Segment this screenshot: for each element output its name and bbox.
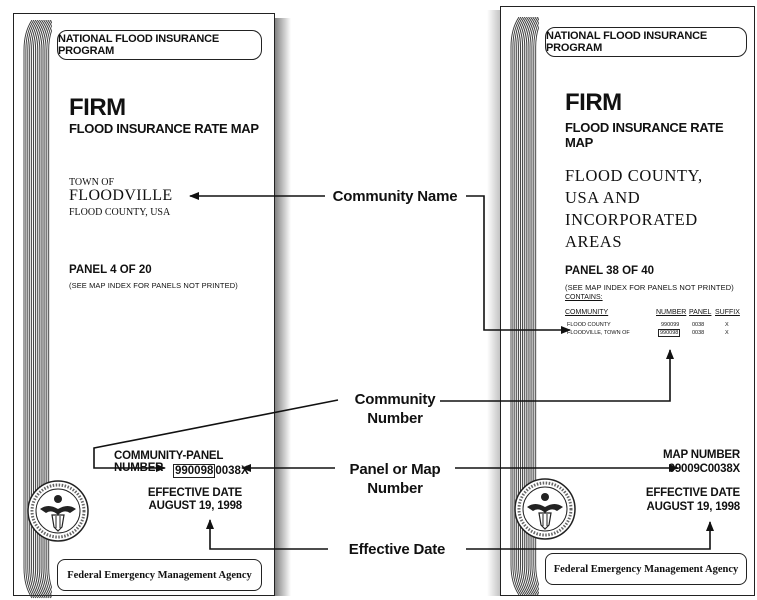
left-community-name: FLOODVILLE: [69, 187, 173, 204]
table-header-panel: PANEL: [689, 309, 712, 316]
right-firm-subtitle: FLOOD INSURANCE RATE MAP: [565, 120, 724, 150]
right-firm-title: FIRM: [565, 89, 622, 116]
binding-stripe: [42, 20, 52, 599]
binding-stripe: [523, 17, 533, 596]
table-header-number: NUMBER: [656, 309, 687, 316]
right-map-number: 99009C0038X: [668, 463, 741, 475]
arrow-effective-date-right: [466, 521, 714, 550]
right-fema-seal-icon: [514, 478, 576, 540]
left-effective-date: AUGUST 19, 1998: [148, 500, 242, 512]
binding-stripe: [533, 20, 539, 592]
arrow-community-number-left: [93, 399, 339, 472]
binding-stripe: [535, 25, 539, 587]
left-fema-seal-icon: [27, 480, 89, 542]
binding-stripe: [521, 17, 531, 596]
binding-stripe: [529, 17, 539, 596]
right-program-header: NATIONAL FLOOD INSURANCE PROGRAM: [545, 27, 747, 57]
right-panel-number: PANEL 38 OF 40: [565, 265, 655, 277]
left-town-of: TOWN OF: [69, 177, 115, 188]
right-firm-cover: NATIONAL FLOOD INSURANCE PROGRAM FIRM FL…: [500, 6, 755, 596]
left-panel-suffix: 0038X: [215, 465, 249, 477]
binding-stripe: [29, 20, 39, 599]
table-row-1-number: 990099: [661, 322, 680, 328]
table-row-1-panel: 0038: [692, 322, 705, 328]
binding-stripe: [525, 17, 535, 596]
table-row-1-community: FLOOD COUNTY: [567, 322, 611, 328]
arrow-effective-date-left: [206, 519, 328, 550]
right-county-line-1: FLOOD COUNTY,: [565, 166, 703, 185]
binding-stripe: [46, 23, 52, 595]
binding-stripe: [40, 20, 50, 599]
left-county: FLOOD COUNTY, USA: [69, 207, 171, 218]
left-firm-title: FIRM: [69, 94, 126, 121]
binding-stripe: [34, 20, 44, 599]
left-see-index: (SEE MAP INDEX FOR PANELS NOT PRINTED): [69, 281, 238, 290]
left-effective-label: EFFECTIVE DATE: [147, 487, 242, 499]
right-contains-label: CONTAINS:: [565, 294, 603, 301]
binding-stripe: [23, 20, 33, 599]
left-panel-number: PANEL 4 OF 20: [69, 264, 152, 276]
binding-stripe: [48, 28, 52, 590]
callout-community-name: Community Name: [332, 188, 458, 205]
binding-stripe: [531, 17, 539, 595]
right-map-number-label: MAP NUMBER: [662, 449, 740, 461]
right-binding-stripes: [510, 17, 539, 596]
table-row-2-panel: 0038: [692, 330, 705, 336]
table-row-2-number: 990098: [658, 329, 681, 337]
binding-stripe: [25, 20, 35, 599]
table-header-community: COMMUNITY: [565, 309, 609, 316]
binding-stripe: [33, 20, 42, 599]
table-row-2-community: FLOODVILLE, TOWN OF: [567, 330, 630, 336]
left-cover-shadow: [273, 18, 291, 596]
right-county-line-3: INCORPORATED AREAS: [565, 210, 698, 251]
right-effective-date: AUGUST 19, 1998: [646, 501, 740, 513]
binding-stripe: [514, 17, 524, 596]
callout-panel-map-number: Panel or Map Number: [335, 460, 455, 498]
left-agency-footer: Federal Emergency Management Agency: [57, 559, 262, 591]
right-cover-shadow: [487, 10, 501, 596]
binding-stripe: [31, 20, 40, 599]
left-program-header: NATIONAL FLOOD INSURANCE PROGRAM: [57, 30, 262, 60]
right-see-index: (SEE MAP INDEX FOR PANELS NOT PRINTED): [565, 283, 734, 292]
binding-stripe: [27, 20, 37, 599]
table-header-suffix: SUFFIX: [715, 309, 740, 316]
callout-panel-map-line-2: Number: [367, 480, 423, 497]
left-firm-cover: NATIONAL FLOOD INSURANCE PROGRAM FIRM FL…: [13, 13, 275, 599]
callout-community-number: Community Number: [340, 390, 450, 428]
binding-stripe: [518, 17, 527, 596]
arrow-community-number-right: [440, 349, 674, 402]
binding-stripe: [38, 20, 48, 599]
binding-stripe: [510, 17, 520, 596]
callout-community-number-line-1: Community: [354, 391, 436, 408]
binding-stripe: [520, 17, 529, 596]
binding-stripe: [527, 17, 537, 596]
binding-stripe: [512, 17, 522, 596]
table-row-1-suffix: X: [725, 322, 729, 328]
arrow-community-name-right: [466, 195, 571, 334]
binding-stripe: [44, 20, 52, 598]
callout-community-number-line-2: Number: [367, 410, 423, 427]
table-row-2-suffix: X: [725, 330, 729, 336]
callout-panel-map-line-1: Panel or Map: [349, 461, 441, 478]
right-agency-footer: Federal Emergency Management Agency: [545, 553, 747, 585]
left-binding-stripes: [23, 20, 52, 599]
binding-stripe: [36, 20, 46, 599]
right-effective-label: EFFECTIVE DATE: [645, 487, 740, 499]
binding-stripe: [516, 17, 526, 596]
left-community-number: 990098: [173, 464, 216, 478]
left-firm-subtitle: FLOOD INSURANCE RATE MAP: [69, 121, 259, 136]
callout-effective-date: Effective Date: [348, 541, 446, 558]
right-county-line-2: USA AND: [565, 188, 641, 207]
